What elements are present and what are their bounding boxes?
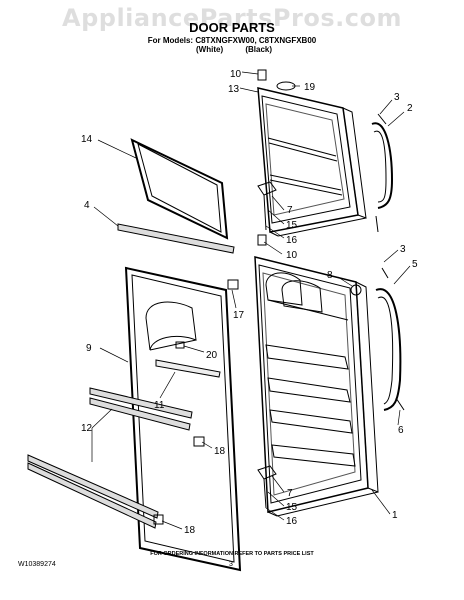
callout-1: 1 <box>392 510 398 521</box>
watermark: AppliancePartsPros.com <box>62 4 402 32</box>
callout-18-upper: 18 <box>214 446 226 457</box>
callout-3-lower: 3 <box>400 244 406 255</box>
callout-4: 4 <box>84 200 90 211</box>
callout-20: 20 <box>206 350 218 361</box>
freezer-gasket <box>130 138 229 240</box>
leader-lines <box>91 71 411 530</box>
callout-14: 14 <box>81 134 93 145</box>
callout-13: 13 <box>228 84 240 95</box>
callout-16-lower: 16 <box>286 516 298 527</box>
callout-6: 6 <box>398 425 404 436</box>
strip-11 <box>155 359 221 378</box>
callout-10-lower: 10 <box>286 250 298 261</box>
callout-9: 9 <box>86 343 92 354</box>
page-number: 3 <box>229 561 233 568</box>
dairy-door <box>145 301 197 351</box>
callout-11: 11 <box>154 400 165 411</box>
door-strip-4 <box>117 223 235 254</box>
hinges <box>257 181 277 509</box>
callout-2: 2 <box>407 103 413 114</box>
callout-12: 12 <box>81 423 93 434</box>
page-title: DOOR PARTS <box>189 20 275 35</box>
ordering-note: FOR ORDERING INFORMATION REFER TO PARTS … <box>150 551 314 557</box>
callout-16-upper: 16 <box>286 235 298 246</box>
callout-15-upper: 15 <box>286 220 298 231</box>
fresh-food-gasket <box>124 266 242 572</box>
handles <box>371 113 405 411</box>
strips-12 <box>27 387 193 529</box>
callout-3-upper: 3 <box>394 92 400 103</box>
document-part-number: W10389274 <box>18 561 56 568</box>
callout-7-upper: 7 <box>287 205 293 216</box>
callout-8: 8 <box>327 270 333 281</box>
callout-15-lower: 15 <box>286 502 298 513</box>
freezer-door <box>257 87 367 237</box>
callout-17: 17 <box>233 310 245 321</box>
callout-labels: 10 19 13 3 2 14 4 7 15 16 10 3 8 5 17 9 … <box>81 69 418 536</box>
callout-5: 5 <box>412 259 418 270</box>
model-list: For Models: C8TXNGFXW00, C8TXNGFXB00 <box>147 36 317 45</box>
callout-7-lower: 7 <box>287 488 293 499</box>
callout-19: 19 <box>304 82 316 93</box>
model-colors: (White) (Black) <box>196 45 273 54</box>
fresh-food-door <box>254 256 379 517</box>
callout-10-upper: 10 <box>230 69 242 80</box>
callout-18-lower: 18 <box>184 525 196 536</box>
